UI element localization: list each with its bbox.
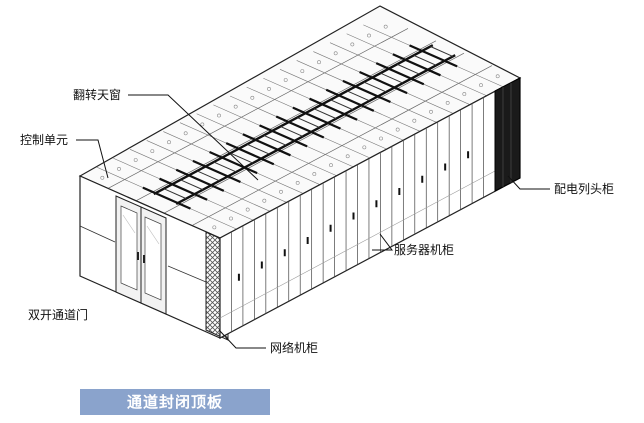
control-unit-leader: [76, 139, 109, 179]
control-unit-label: 控制单元: [20, 133, 68, 147]
skylight-label: 翻转天窗: [73, 87, 121, 102]
double-door-label: 双开通道门: [28, 307, 88, 322]
roof-tile-holes: [100, 24, 500, 230]
pdu-cabinet-label: 配电列头柜: [554, 182, 614, 196]
server-cabinet-label: 服务器机柜: [394, 242, 454, 257]
pdu-cabinet: [494, 77, 521, 192]
pdu-cabinet-leader: [507, 175, 550, 190]
network-cabinet-leader: [218, 329, 266, 349]
double-door[interactable]: [115, 195, 167, 315]
leader-lines: [76, 94, 550, 349]
skylight-leader: [128, 94, 259, 181]
caption-banner: 通道封闭顶板: [80, 389, 270, 415]
network-cabinet-label: 网络机柜: [270, 340, 318, 355]
server-cabinet-panels: [219, 97, 496, 332]
skylight-frame: [142, 44, 458, 210]
server-cabinet-leader: [372, 233, 393, 251]
